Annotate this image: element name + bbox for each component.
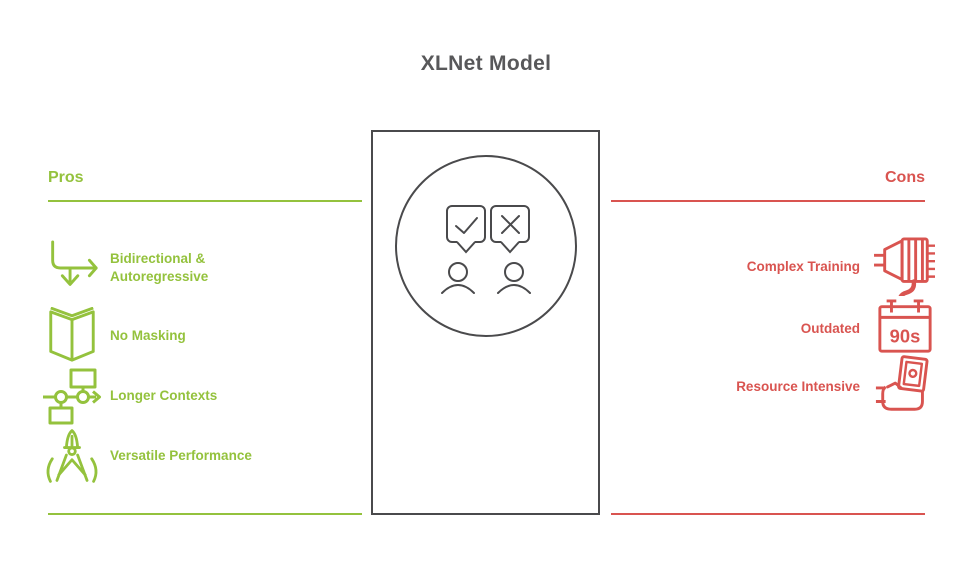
- multitool-icon: [40, 426, 104, 486]
- pros-item-label: Longer Contexts: [110, 387, 218, 403]
- figure-circle: [395, 155, 577, 337]
- center-figure: [371, 130, 600, 515]
- reject-speech-bubble-icon: [490, 205, 530, 254]
- open-book-icon: [40, 306, 104, 366]
- pros-item-versatile: Versatile Performance: [40, 426, 252, 486]
- cons-item-complex-training: Complex Training: [747, 236, 938, 296]
- person-icon: [497, 262, 531, 294]
- cons-item-label: Resource Intensive: [736, 378, 860, 394]
- pros-item-label: Bidirectional & Autoregressive: [110, 250, 209, 284]
- person-icon: [441, 262, 475, 294]
- cons-item-label: Outdated: [800, 320, 860, 336]
- cons-top-divider: [611, 200, 925, 202]
- figure-frame: [371, 130, 600, 515]
- calendar-icon: 90s: [872, 298, 938, 358]
- cons-item-resource-intensive: Resource Intensive: [736, 355, 938, 416]
- page-title: XLNet Model: [420, 52, 552, 75]
- pros-item-longer-contexts: Longer Contexts: [40, 366, 217, 426]
- cons-bottom-divider: [611, 513, 925, 515]
- pros-item-no-masking: No Masking: [40, 306, 186, 366]
- flowchart-nodes-icon: [40, 366, 104, 426]
- pros-top-divider: [48, 200, 362, 202]
- pros-bottom-divider: [48, 513, 362, 515]
- cons-item-outdated: Outdated 90s: [801, 298, 938, 358]
- pros-heading: Pros: [48, 169, 84, 186]
- cons-heading: Cons: [885, 169, 925, 186]
- approve-speech-bubble-icon: [446, 205, 486, 254]
- calendar-decade-text: 90s: [890, 326, 921, 347]
- branching-arrows-icon: [40, 238, 104, 298]
- pros-item-label: No Masking: [110, 327, 186, 343]
- pros-item-label: Versatile Performance: [110, 447, 252, 463]
- hand-holding-money-icon: [872, 355, 938, 416]
- pros-item-bidirectional: Bidirectional & Autoregressive: [40, 238, 250, 298]
- plug-cable-icon: [872, 236, 938, 296]
- cons-item-label: Complex Training: [746, 258, 860, 274]
